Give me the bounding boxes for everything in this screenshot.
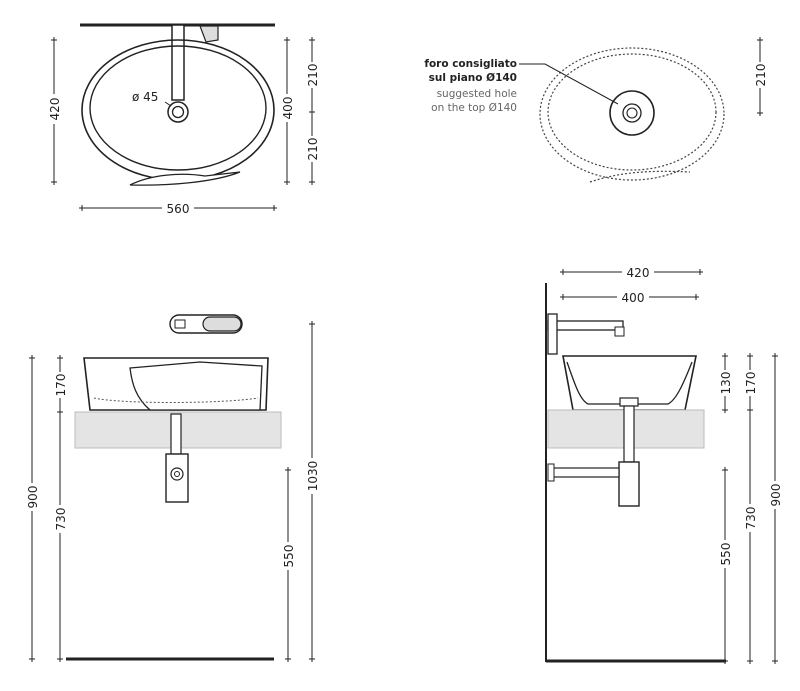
front-view: 170 730 900 1030 550 bbox=[24, 314, 320, 662]
dim-front-tap-height: 1030 bbox=[306, 461, 320, 492]
side-drain-pipe bbox=[623, 405, 635, 463]
hole-basin-inner bbox=[547, 53, 717, 171]
hole-mid bbox=[622, 103, 642, 123]
hole-label-en-2: on the top Ø140 bbox=[431, 102, 517, 114]
dim-front-total-height: 900 bbox=[26, 486, 40, 509]
dim-side-total-height: 900 bbox=[769, 484, 783, 507]
hole-label-it-1: foro consigliato bbox=[424, 58, 517, 70]
basin-spout-lip bbox=[129, 171, 241, 186]
side-tap-spout bbox=[547, 320, 624, 331]
front-basin-interior bbox=[93, 397, 259, 403]
basin-outline-inner bbox=[89, 45, 267, 171]
tap-spout bbox=[171, 24, 185, 101]
hole-outer bbox=[609, 90, 655, 136]
drain-outer bbox=[167, 101, 189, 123]
front-trap-cap bbox=[170, 467, 184, 481]
side-trap-body bbox=[618, 461, 640, 507]
dim-front-basin-height: 170 bbox=[54, 374, 68, 397]
front-basin-spout bbox=[129, 361, 263, 411]
side-view: 420 400 130 170 730 900 550 bbox=[545, 264, 783, 664]
front-tap-knob bbox=[174, 319, 186, 329]
side-waste-plug bbox=[619, 397, 639, 407]
hole-inner bbox=[626, 107, 638, 119]
hole-leader bbox=[519, 63, 619, 105]
top-view: ø 45 560 420 400 210 210 bbox=[46, 23, 320, 216]
hole-spout-lip bbox=[589, 170, 691, 183]
dim-side-inner-depth: 400 bbox=[622, 291, 645, 305]
hole-view: foro consigliato sul piano Ø140 suggeste… bbox=[424, 37, 768, 183]
dim-side-trap-height: 550 bbox=[719, 543, 733, 566]
drain-inner bbox=[171, 105, 185, 119]
side-outlet-pipe bbox=[551, 467, 620, 478]
hole-basin-outline bbox=[539, 47, 725, 181]
dim-side-basin-height: 170 bbox=[744, 372, 758, 395]
hole-label-en-1: suggested hole bbox=[437, 88, 517, 100]
dim-width: 560 bbox=[167, 202, 190, 216]
front-drain-pipe bbox=[170, 413, 182, 455]
dim-side-counter-height: 730 bbox=[744, 507, 758, 530]
dim-half-upper: 210 bbox=[306, 64, 320, 87]
front-tap-lever bbox=[202, 316, 242, 332]
tap-body bbox=[199, 25, 219, 43]
dim-side-outer-depth: 420 bbox=[627, 266, 650, 280]
dim-front-counter-height: 730 bbox=[54, 508, 68, 531]
dim-side-inner-height: 130 bbox=[719, 372, 733, 395]
hole-label-it-2: sul piano Ø140 bbox=[429, 72, 517, 84]
dim-depth-overall: 420 bbox=[48, 98, 62, 121]
drain-leader bbox=[164, 101, 172, 107]
dim-hole-half: 210 bbox=[754, 64, 768, 87]
dim-front-trap-height: 550 bbox=[282, 545, 296, 568]
dim-half-lower: 210 bbox=[306, 138, 320, 161]
dim-depth-bowl: 400 bbox=[281, 97, 295, 120]
side-tap-body bbox=[547, 313, 558, 355]
front-trap-body bbox=[165, 453, 189, 503]
drain-diameter-label: ø 45 bbox=[132, 90, 158, 104]
